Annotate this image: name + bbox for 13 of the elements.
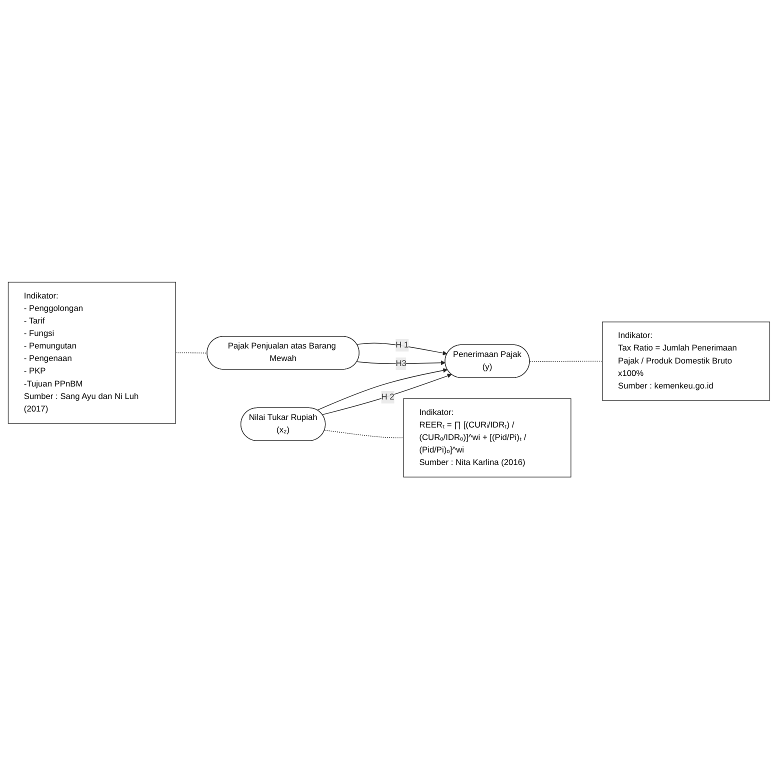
connector	[528, 361, 602, 362]
arrow	[316, 368, 448, 411]
arrow	[322, 374, 452, 416]
edge-label: H 1	[395, 340, 408, 350]
arrow	[356, 360, 446, 366]
node-box: Indikator: Tax Ratio = Jumlah Penerimaan Pajak / Produk Domestik Bruto x100% Sumber : kemenkeu.go.id	[602, 322, 770, 402]
connector	[174, 352, 208, 354]
edge-label: H3	[395, 359, 406, 368]
node-box: Indikator: REERₜ = ∏ [(CURᵢ/IDRₜ) / (CURₒ/IDRₒ)]^wi + [(Pid/Pi)ₜ / (Pid/Pi)ₒ]^wi Sumber : Nita Karlina (2016)	[402, 398, 571, 478]
arrow	[356, 343, 447, 356]
connector	[324, 430, 404, 439]
edge-label: H 2	[380, 392, 394, 402]
node-box: Indikator: - Penggolongan - Tarif - Fungsi - Pemungutan - Pengenaan - PKP -Tujuan PPnBM Sumber : Sang Ayu dan Ni Luh (2017)	[7, 282, 176, 424]
